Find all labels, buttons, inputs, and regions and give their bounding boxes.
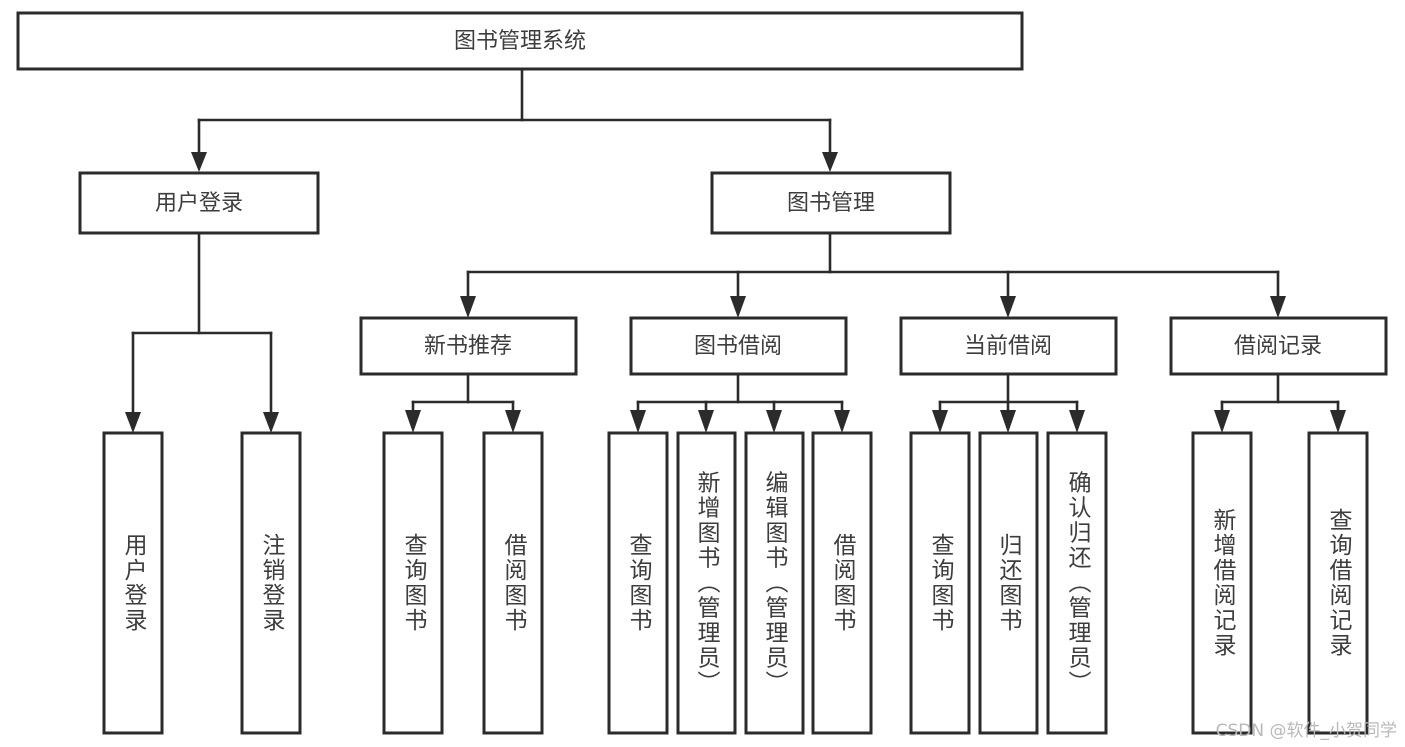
leaf-confirm-return-box[interactable]: [1046, 431, 1108, 735]
leaf-add-book-box[interactable]: [676, 431, 737, 735]
arrow-head-leaf-add-record: [1214, 410, 1230, 433]
node-book-borrow-box[interactable]: [629, 316, 848, 376]
node-book-manage-label: 图书管理: [787, 191, 875, 216]
leaf-borrow-book-1[interactable]: [482, 431, 544, 735]
arrow-head-leaf-query-book-1: [405, 410, 421, 433]
leaf-query-book-3[interactable]: [909, 431, 971, 735]
node-borrow-record[interactable]: 借阅记录: [1169, 316, 1388, 376]
node-root-box[interactable]: [16, 11, 1024, 71]
leaf-query-book-2-label: 查询图书: [625, 533, 653, 633]
node-book-manage-box[interactable]: [710, 171, 952, 235]
arrow-head-borrow-record: [1270, 296, 1286, 318]
leaf-borrow-book-2-box[interactable]: [811, 431, 873, 735]
leaf-query-record-box[interactable]: [1307, 431, 1369, 735]
node-new-book-recommend[interactable]: 新书推荐: [359, 316, 578, 376]
leaf-edit-book-label: 编辑图书（管理员）: [761, 471, 789, 696]
arrow-head-leaf-borrow-book-2: [834, 410, 850, 433]
leaf-confirm-return-label: 确认归还（管理员）: [1064, 471, 1092, 696]
leaf-edit-book-box[interactable]: [744, 431, 805, 735]
leaf-query-book-3-box[interactable]: [909, 431, 971, 735]
leaf-query-book-3-label: 查询图书: [927, 533, 955, 633]
arrow-head-leaf-user-login: [125, 412, 141, 433]
leaf-query-record-label: 查询借阅记录: [1325, 508, 1353, 658]
node-user-login-box[interactable]: [78, 171, 320, 235]
node-book-manage[interactable]: 图书管理: [710, 171, 952, 235]
arrow-head-leaf-borrow-book-1: [505, 410, 521, 433]
leaf-return-book-box[interactable]: [978, 431, 1039, 735]
node-book-borrow[interactable]: 图书借阅: [629, 316, 848, 376]
leaf-borrow-book-2[interactable]: [811, 431, 873, 735]
arrow-head-leaf-edit-book: [766, 410, 782, 433]
arrow-head-leaf-query-book-2: [630, 410, 646, 433]
leaf-add-record[interactable]: [1191, 431, 1253, 735]
node-user-login-label: 用户登录: [155, 191, 243, 216]
node-new-book-recommend-box[interactable]: [359, 316, 578, 376]
leaf-borrow-book-2-label: 借阅图书: [829, 533, 857, 633]
arrow-head-leaf-user-logout: [263, 412, 279, 433]
leaf-user-logout-label: 注销登录: [258, 533, 286, 633]
leaf-user-login-label: 用户登录: [120, 533, 148, 633]
arrow-head-leaf-query-book-3: [932, 410, 948, 433]
leaf-query-book-2-box[interactable]: [607, 431, 669, 735]
leaf-add-record-label: 新增借阅记录: [1209, 508, 1237, 658]
arrow-head-leaf-query-record: [1330, 410, 1346, 433]
leaf-user-logout-box[interactable]: [240, 431, 302, 735]
leaf-add-book[interactable]: [676, 431, 737, 735]
leaf-borrow-book-1-box[interactable]: [482, 431, 544, 735]
leaf-return-book[interactable]: [978, 431, 1039, 735]
node-borrow-record-box[interactable]: [1169, 316, 1388, 376]
leaf-return-book-label: 归还图书: [995, 533, 1023, 633]
leaf-query-book-1-label: 查询图书: [400, 533, 428, 633]
node-borrow-record-label: 借阅记录: [1234, 334, 1322, 359]
leaf-query-record[interactable]: [1307, 431, 1369, 735]
arrow-head-user-login: [191, 152, 207, 172]
leaf-borrow-book-1-label: 借阅图书: [500, 533, 528, 633]
leaf-query-book-1[interactable]: [382, 431, 444, 735]
leaf-user-login[interactable]: [102, 431, 164, 735]
leaf-add-book-label: 新增图书（管理员）: [693, 471, 721, 696]
node-root-label: 图书管理系统: [454, 29, 586, 54]
arrow-head-book-manage: [822, 152, 838, 172]
leaf-query-book-2[interactable]: [607, 431, 669, 735]
node-book-borrow-label: 图书借阅: [694, 334, 782, 359]
node-current-borrow-label: 当前借阅: [964, 334, 1052, 359]
node-current-borrow[interactable]: 当前借阅: [899, 316, 1118, 376]
arrow-head-leaf-confirm-return: [1069, 410, 1085, 433]
arrow-head-leaf-add-book: [698, 410, 714, 433]
leaf-query-book-1-box[interactable]: [382, 431, 444, 735]
arrow-head-current-borrow: [1000, 296, 1016, 318]
node-new-book-recommend-label: 新书推荐: [424, 334, 512, 359]
leaf-user-login-box[interactable]: [102, 431, 164, 735]
leaf-edit-book[interactable]: [744, 431, 805, 735]
node-current-borrow-box[interactable]: [899, 316, 1118, 376]
leaf-add-record-box[interactable]: [1191, 431, 1253, 735]
arrow-head-book-borrow: [730, 296, 746, 318]
connector-layer: [125, 67, 1346, 433]
leaf-user-logout[interactable]: [240, 431, 302, 735]
arrow-head-new-book-recommend: [460, 296, 476, 318]
node-user-login[interactable]: 用户登录: [78, 171, 320, 235]
arrow-head-leaf-return-book: [1000, 410, 1016, 433]
leaf-confirm-return[interactable]: [1046, 431, 1108, 735]
node-root[interactable]: 图书管理系统: [16, 11, 1024, 71]
